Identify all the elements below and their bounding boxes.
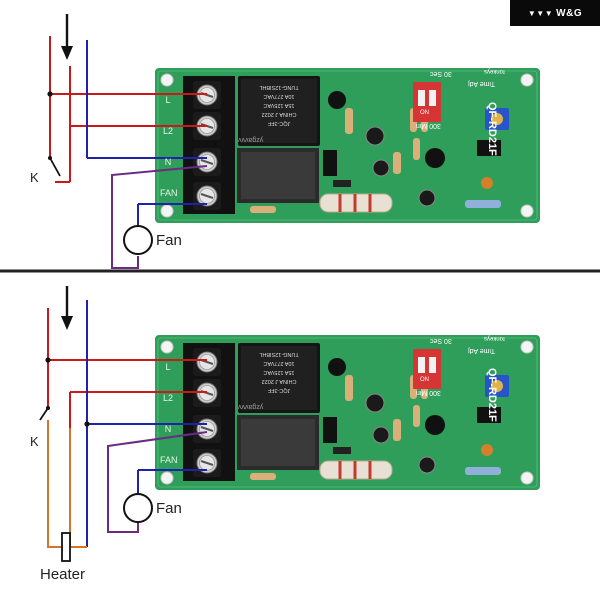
top-input-arrow-head	[61, 46, 73, 60]
bottom-node-N	[84, 421, 90, 427]
top-terminal-FAN: FAN	[160, 188, 178, 198]
bottom-time-min-value: 300	[429, 389, 441, 396]
top-time-sec-unit: Sec	[430, 70, 443, 77]
top-switch-label: K	[30, 170, 39, 185]
bottom-relay-line-3: TUNG-12SIBHL	[259, 351, 299, 357]
top-node-L	[47, 91, 53, 97]
bottom-time-min: 300 Min	[416, 389, 441, 396]
top-terminal-N: N	[164, 157, 172, 167]
top-relay-model: JQC-3FF	[267, 120, 291, 126]
top-terminal-L2: L2	[162, 126, 173, 136]
bottom-orange-wire-left	[47, 420, 62, 548]
top-time-min-value: 300	[429, 122, 441, 129]
top-terminal-L: L	[165, 95, 171, 105]
top-purple-wire	[111, 165, 208, 269]
bottom-node-L	[45, 357, 51, 363]
bottom-terminal-L: L	[165, 362, 171, 372]
bottom-dip-on: ON	[420, 377, 429, 383]
top-diagram	[47, 14, 540, 269]
bottom-board	[155, 335, 540, 490]
top-dip-on: ON	[420, 110, 429, 116]
top-relay-line-1: 15A 125VAC	[263, 102, 295, 108]
brand-logo: ▼▼▼ W&G	[510, 0, 600, 26]
bottom-switch-label: K	[30, 434, 39, 449]
top-watermark: yzgavvv	[238, 136, 264, 143]
bottom-time-sec-unit: Sec	[430, 337, 443, 344]
bottom-orange-wire-right	[69, 428, 87, 548]
logo-text: W&G	[556, 7, 583, 19]
top-fan-label: Fan	[156, 232, 182, 249]
top-time-adj: Time Adj	[468, 80, 495, 87]
top-time-sec-value: 30	[444, 70, 452, 77]
top-vendor: fonkeys	[484, 68, 505, 74]
top-terminal-labels: L L2 N FAN	[160, 85, 178, 209]
bottom-diagram	[39, 286, 540, 562]
top-model-text: QF-RD21F	[486, 102, 498, 156]
bottom-terminal-labels: L L2 N FAN	[160, 352, 178, 476]
top-switch-pivot	[48, 156, 52, 160]
bottom-time-sec-value: 30	[444, 337, 452, 344]
logo-mark: ▼▼▼	[527, 8, 554, 18]
bottom-watermark: yzgavvv	[238, 403, 264, 410]
bottom-relay-line-2: 10A 277VAC	[263, 360, 295, 366]
bottom-time-range: 30 Sec	[430, 337, 452, 344]
heater-label: Heater	[40, 566, 86, 583]
bottom-terminal-FAN: FAN	[160, 455, 178, 465]
bottom-model-text: QF-RD21F	[486, 368, 498, 422]
bottom-relay-line-0: CHINA J 2022	[261, 378, 297, 384]
bottom-relay-model: JQC-3FF	[267, 387, 291, 393]
bottom-vendor: fonkeys	[484, 335, 505, 341]
bottom-relay-line-1: 15A 125VAC	[263, 369, 295, 375]
bottom-fan-label: Fan	[156, 500, 182, 517]
bottom-terminal-L2: L2	[162, 393, 173, 403]
bottom-switch-blade	[39, 407, 49, 421]
top-relay-line-2: 10A 277VAC	[263, 93, 295, 99]
top-relay-line-3: TUNG-12SIBHL	[259, 84, 299, 90]
top-switch-blade	[49, 157, 61, 177]
bottom-fan-symbol	[123, 493, 153, 523]
bottom-purple-wire	[107, 431, 208, 533]
top-time-min-unit: Min	[416, 122, 428, 129]
bottom-switch-pivot	[46, 406, 50, 410]
top-relay-line-0: CHINA J 2022	[261, 111, 297, 117]
bottom-terminal-N: N	[164, 424, 172, 434]
top-time-min: 300 Min	[416, 122, 441, 129]
heater-element	[61, 532, 71, 562]
bottom-time-adj: Time Adj	[468, 347, 495, 354]
top-fan-symbol	[123, 225, 153, 255]
bottom-time-min-unit: Min	[416, 389, 428, 396]
top-relay-label: JQC-3FF CHINA J 2022 15A 125VAC 10A 277V…	[242, 82, 316, 127]
top-board	[155, 68, 540, 223]
top-time-range: 30 Sec	[430, 70, 452, 77]
bottom-relay-label: JQC-3FF CHINA J 2022 15A 125VAC 10A 277V…	[242, 349, 316, 394]
bottom-input-arrow-head	[61, 316, 73, 330]
